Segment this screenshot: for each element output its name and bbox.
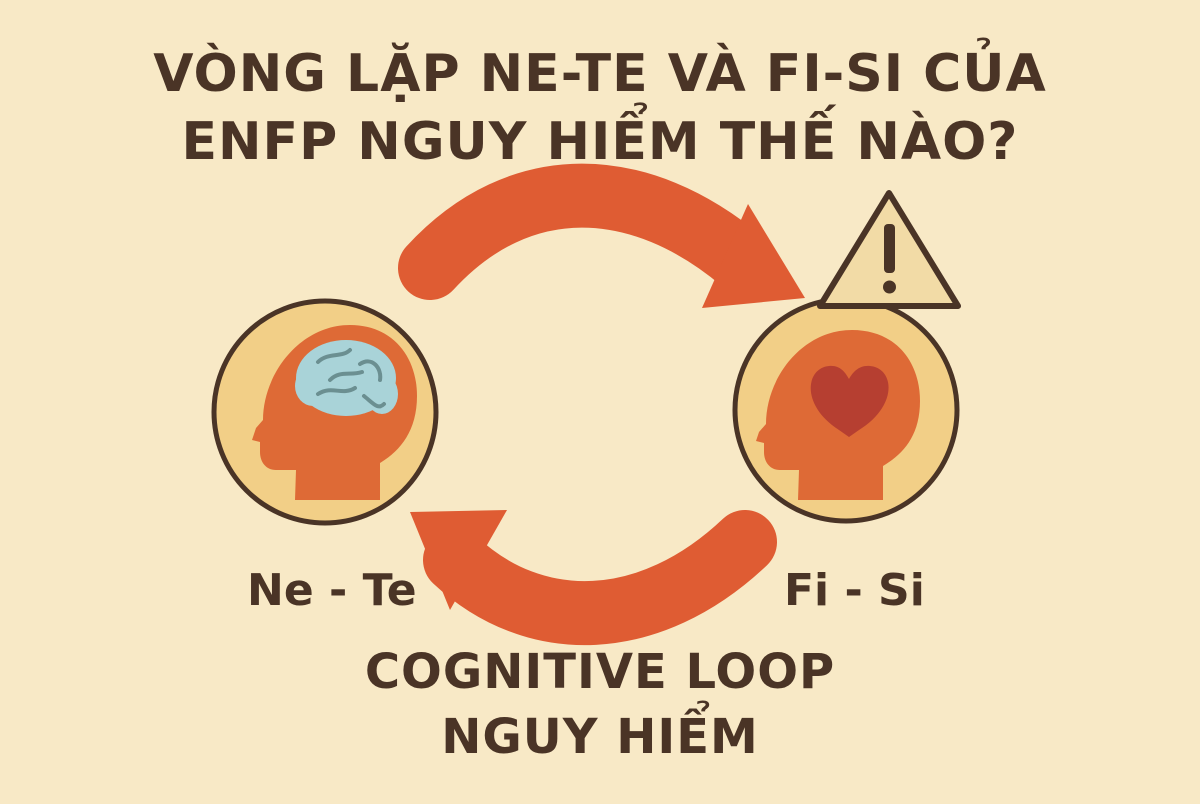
page-title-line-2: ENFP NGUY HIỂM THẾ NÀO? <box>181 112 1019 172</box>
ne-te-label: Ne - Te <box>247 565 417 616</box>
fi-si-node <box>732 296 960 524</box>
bottom-caption-line-1: COGNITIVE LOOP <box>364 644 836 700</box>
bottom-caption-line-2: NGUY HIỂM <box>441 709 759 765</box>
bottom-arrow <box>410 510 777 646</box>
top-arrow <box>398 163 805 308</box>
heart-icon <box>810 365 889 437</box>
page-title-line-1: VÒNG LẶP NE-TE VÀ FI-SI CỦA <box>153 44 1047 104</box>
ne-te-node <box>211 298 439 526</box>
fi-si-label: Fi - Si <box>784 565 925 616</box>
brain-icon <box>295 340 398 416</box>
warning-triangle-icon <box>817 190 961 309</box>
